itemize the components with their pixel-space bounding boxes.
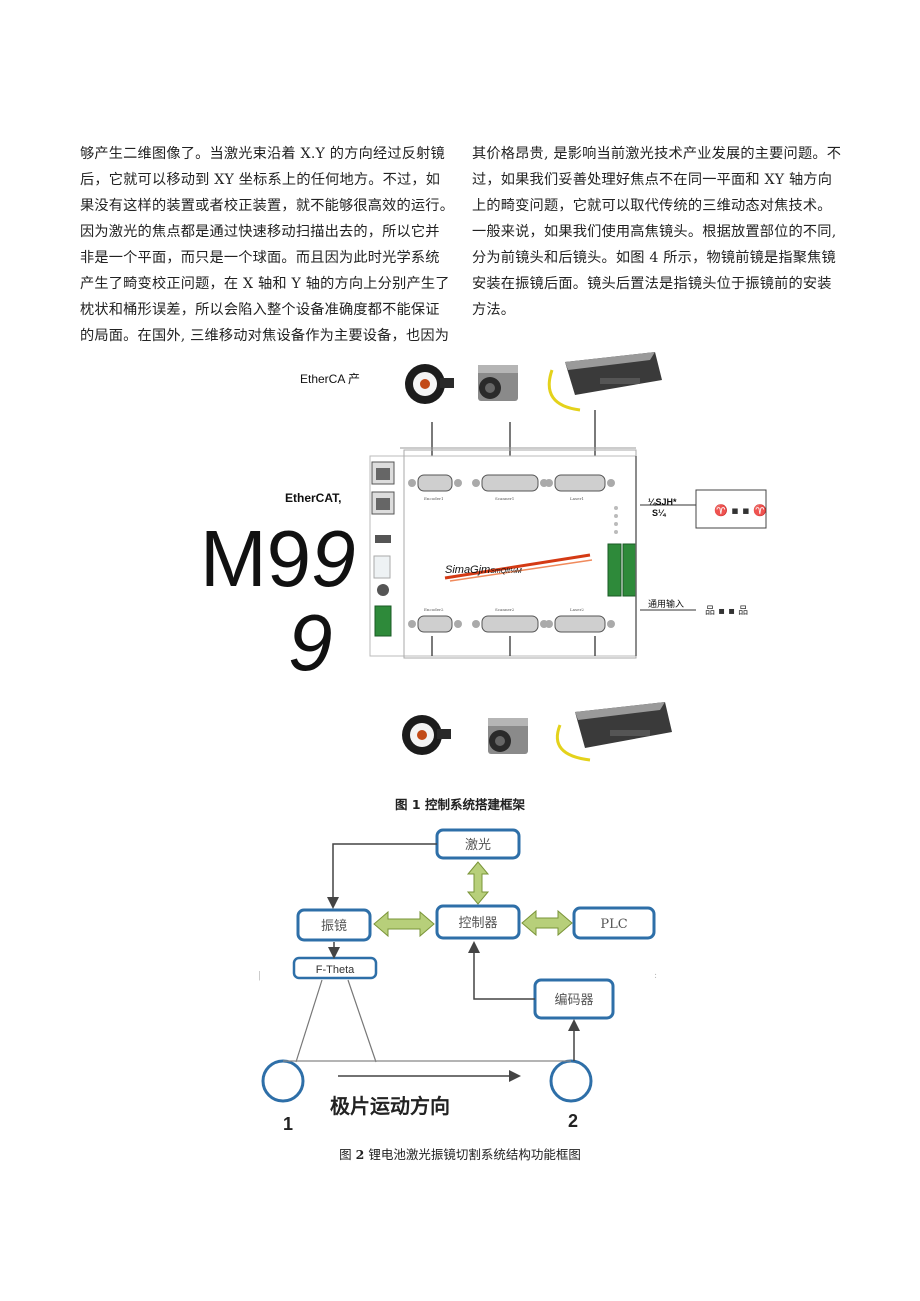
text-line: 一般来说，如果我们使用高焦镜头。根据放置部位的不同,	[472, 224, 837, 240]
laser-beam-triangle	[295, 979, 377, 1063]
s-label: S¼	[652, 508, 667, 518]
text-line: 枕状和桶形误差，所以会陷入整个设备准确度都不能保证	[80, 302, 440, 318]
double-arrow-laser-controller	[466, 861, 490, 905]
figure-1-control-system: Encoder1 Scanner1 Laser1 Encoder2 Scanne…	[200, 352, 767, 762]
double-arrow-controller-plc	[521, 909, 573, 937]
edge-mark-right: :	[654, 971, 657, 981]
text-line: 够产生二维图像了。当激光束沿着 X.Y 的方向经过反射镜	[80, 146, 445, 162]
ethercat-top-label: EtherCA 产	[300, 372, 360, 386]
roller-1-label: 1	[283, 1114, 293, 1134]
motion-direction-label: 极片运动方向	[330, 1094, 450, 1118]
figure-2-structure-diagram: 激光 振镜 控制器 PLC F-Theta 编码器 极片运动方向 1 2 |	[258, 828, 657, 1134]
camera-image-bottom	[488, 718, 528, 754]
connectors-bottom	[408, 615, 615, 633]
connector-label-encoder1: Encoder1	[424, 496, 444, 501]
text-line: 方法。	[472, 302, 516, 318]
big-m9-text: M99	[200, 514, 356, 603]
connector-label-scanner2: Scanner2	[495, 607, 515, 612]
io-symbols-top: ♈ ▪ ▪ ♈	[714, 504, 767, 517]
red-arc	[444, 553, 591, 580]
right-text-column: 其价格昂贵, 是影响当前激光技术产业发展的主要问题。不过，如果我们妥善处理好焦点…	[472, 141, 856, 323]
text-line: 的局面。在国外, 三维移动对焦设备作为主要设备，也因为	[80, 328, 450, 344]
io-terminal-blocks	[607, 543, 637, 597]
text-line: 后，它就可以移动到 XY 坐标系上的任何地方。不过，如	[80, 172, 441, 188]
edge-mark-left: |	[258, 971, 261, 981]
text-line: 上的畸变问题，它就可以取代传统的三维动态对焦技术。	[472, 198, 832, 214]
encoder-box-label: 编码器	[554, 993, 593, 1008]
left-text-column: 够产生二维图像了。当激光束沿着 X.Y 的方向经过反射镜后，它就可以移动到 XY…	[80, 141, 464, 349]
encoder-image-top	[405, 364, 454, 404]
io-symbols-bottom: 品 ▪ ▪ 品	[705, 605, 748, 617]
connector-label-laser2: Laser2	[570, 607, 584, 612]
ethernet-ports	[371, 461, 395, 637]
text-line: 安装在振镜后面。镜头后置法是指镜头位于振镜前的安装	[472, 276, 832, 292]
controller-box-label: 控制器	[458, 916, 497, 931]
double-arrow-galvo-controller	[373, 910, 435, 938]
roller-2	[549, 1059, 593, 1103]
ftheta-box-label: F-Theta	[316, 964, 355, 976]
text-line: 过，如果我们妥善处理好焦点不在同一平面和 XY 轴方向	[472, 172, 833, 188]
laser-image-bottom	[555, 702, 672, 762]
encoder-image-bottom	[402, 715, 451, 755]
text-line: 其价格昂贵, 是影响当前激光技术产业发展的主要问题。不	[472, 146, 842, 162]
connector-label-encoder2: Encoder2	[424, 607, 444, 612]
text-line: 果没有这样的装置或者校正装置，就不能够很高效的运行。	[80, 198, 455, 214]
status-leds	[614, 506, 618, 534]
general-input-label: 通用输入	[648, 598, 684, 609]
overlay-sima-text: SimaGjmSmQft¼M	[445, 564, 522, 576]
big-9-text: 9	[288, 598, 333, 687]
connectors-top	[408, 474, 615, 492]
text-line: 分为前镜头和后镜头。如图 4 所示，物镜前镜是指聚焦镜	[472, 250, 836, 266]
roller-2-label: 2	[568, 1111, 578, 1131]
controller-box	[435, 904, 521, 940]
galvo-box-label: 振镜	[321, 919, 347, 934]
text-line: 产生了畸变校正问题，在 X 轴和 Y 轴的方向上分别产生了	[80, 276, 450, 292]
roller-1	[261, 1059, 305, 1103]
laser-image-top	[547, 352, 662, 412]
ethercat-label: EtherCAT,	[285, 491, 341, 505]
connector-label-scanner1: Scanner1	[495, 496, 514, 501]
laser-box-label: 激光	[465, 838, 491, 853]
laser-to-galvo-arrow	[327, 843, 437, 909]
plc-box-label: PLC	[600, 917, 627, 932]
encoder-to-controller-arrow	[468, 941, 535, 1000]
camera-image-top	[478, 365, 518, 401]
galvo-box	[296, 908, 372, 942]
text-line: 因为激光的焦点都是通过快速移动扫描出去的，所以它并	[80, 224, 440, 240]
connector-label-laser1: Laser1	[570, 496, 584, 501]
figure-2-caption: 图 2 锂电池激光振镜切割系统结构功能框图	[339, 1147, 581, 1162]
plc-box	[572, 906, 656, 940]
sjh-label: ¼SJH*	[648, 497, 677, 507]
figure-1-caption: 图 1 控制系统搭建框架	[395, 797, 525, 812]
text-line: 非是一个平面，而只是一个球面。而且因为此时光学系统	[80, 250, 440, 266]
